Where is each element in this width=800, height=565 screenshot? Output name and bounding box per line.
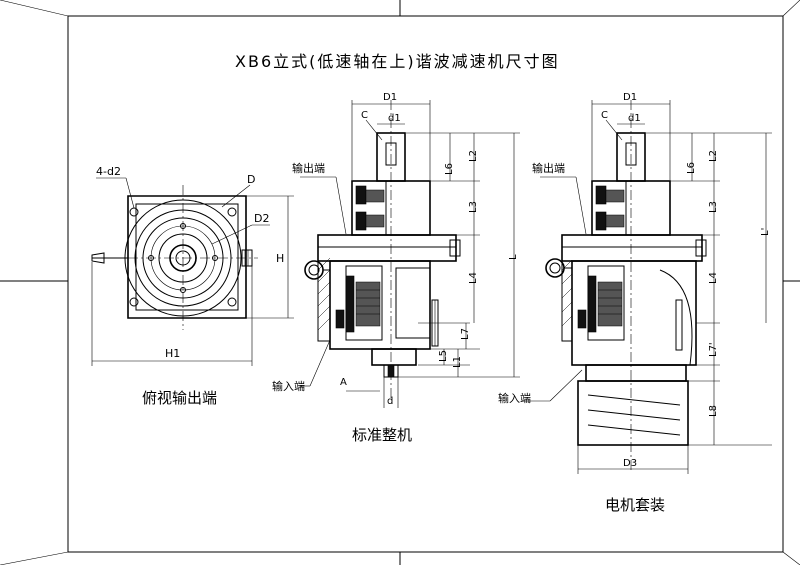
dim-L5-std: L5	[438, 350, 449, 362]
callout-output-end-std: 输出端	[292, 161, 325, 175]
dim-d1-std: d1	[388, 113, 401, 124]
dim-C-std: C	[361, 110, 368, 121]
dim-D1-std: D1	[383, 92, 397, 103]
dim-H: H	[276, 252, 284, 265]
dim-D3-motor: D3	[623, 458, 637, 469]
dim-L-std: L	[508, 254, 519, 260]
dim-L1-std: L1	[452, 356, 463, 368]
dim-4d2: 4-d2	[96, 165, 121, 178]
callout-input-end-std: 输入端	[272, 379, 305, 393]
dim-L8-motor: L8	[708, 405, 719, 417]
dim-L2-motor: L2	[708, 150, 719, 162]
dim-L3-motor: L3	[708, 201, 719, 213]
dim-H1: H1	[165, 347, 180, 360]
dim-d1-motor: d1	[628, 113, 641, 124]
dim-C-motor: C	[601, 110, 608, 121]
dim-L3-std: L3	[468, 201, 479, 213]
caption-standard: 标准整机	[352, 426, 412, 444]
caption-top-view: 俯视输出端	[142, 389, 217, 407]
drawing-title: XB6立式(低速轴在上)谐波减速机尺寸图	[235, 52, 560, 71]
dim-d-std: d	[387, 396, 393, 407]
callout-input-end-motor: 输入端	[498, 391, 531, 405]
dim-Lp-motor: L'	[760, 228, 771, 236]
dim-L7p-motor: L7'	[708, 342, 719, 357]
dim-L4-motor: L4	[708, 272, 719, 284]
dim-A-std: A	[340, 377, 347, 388]
dim-L4-std: L4	[468, 272, 479, 284]
caption-motor: 电机套装	[605, 496, 665, 514]
callout-output-end-motor: 输出端	[532, 161, 565, 175]
standard-unit	[300, 100, 520, 408]
dim-D1-motor: D1	[623, 92, 637, 103]
dim-D2: D2	[254, 212, 269, 225]
dim-L6-std: L6	[444, 163, 455, 175]
dim-L6-motor: L6	[686, 162, 697, 174]
dim-L2-std: L2	[468, 150, 479, 162]
motor-kit	[522, 100, 772, 474]
dim-D-top: D	[247, 173, 255, 186]
top-view	[91, 177, 294, 366]
dim-L7-std: L7	[460, 328, 471, 340]
